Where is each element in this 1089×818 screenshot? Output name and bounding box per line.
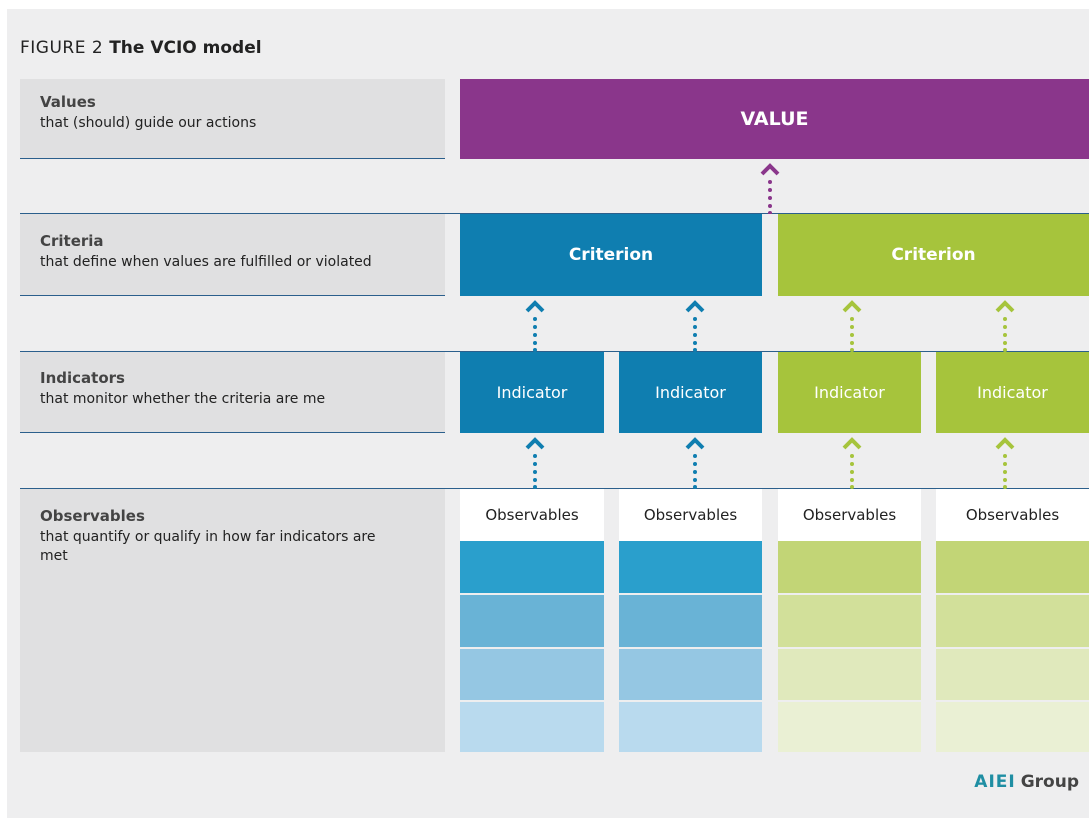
indicators-desc: that monitor whether the criteria are me bbox=[40, 391, 326, 407]
observable-tile bbox=[460, 595, 604, 647]
spacer-row-2 bbox=[20, 296, 1089, 352]
row-label-observables: Observables that quantify or qualify in … bbox=[20, 489, 445, 752]
values-desc: that (should) guide our actions bbox=[40, 115, 257, 131]
logo-mark: AIEI bbox=[974, 772, 1016, 792]
observable-tile bbox=[460, 649, 604, 700]
up-arrow-icon bbox=[524, 297, 546, 352]
observable-tile bbox=[619, 702, 762, 752]
up-arrow-icon bbox=[524, 434, 546, 489]
observable-tile bbox=[778, 702, 921, 752]
row-label-criteria: Criteria that define when values are ful… bbox=[20, 214, 445, 296]
figure-name: The VCIO model bbox=[109, 38, 262, 58]
observable-tile bbox=[936, 595, 1089, 647]
observable-tile bbox=[936, 702, 1089, 752]
values-title: Values bbox=[40, 93, 96, 111]
indicator-box-3: Indicator bbox=[778, 352, 921, 433]
observables-label-2: Observables bbox=[619, 489, 762, 541]
observable-tile bbox=[619, 649, 762, 700]
up-arrow-icon bbox=[759, 160, 781, 214]
observables-label-1: Observables bbox=[460, 489, 604, 541]
row-label-values: Values that (should) guide our actions bbox=[20, 79, 445, 159]
observables-label-3: Observables bbox=[778, 489, 921, 541]
up-arrow-icon bbox=[841, 434, 863, 489]
criterion-box-blue: Criterion bbox=[460, 214, 762, 296]
figure-number: FIGURE 2 bbox=[20, 38, 104, 58]
spacer-row-3 bbox=[20, 433, 1089, 489]
observables-title: Observables bbox=[40, 507, 145, 525]
up-arrow-icon bbox=[841, 297, 863, 352]
observable-tile bbox=[460, 702, 604, 752]
up-arrow-icon bbox=[994, 297, 1016, 352]
observables-label-4: Observables bbox=[936, 489, 1089, 541]
observables-desc: that quantify or qualify in how far indi… bbox=[40, 529, 376, 564]
criteria-desc: that define when values are fulfilled or… bbox=[40, 254, 372, 270]
criteria-title: Criteria bbox=[40, 232, 104, 250]
observable-tile bbox=[619, 595, 762, 647]
observable-tile bbox=[460, 541, 604, 593]
spacer-row-1 bbox=[20, 159, 1089, 214]
row-label-indicators: Indicators that monitor whether the crit… bbox=[20, 352, 445, 433]
observable-tile bbox=[936, 541, 1089, 593]
logo-text: Group bbox=[1020, 772, 1079, 792]
observable-tile bbox=[778, 541, 921, 593]
observable-tile bbox=[778, 649, 921, 700]
publisher-logo: AIEI Group bbox=[974, 772, 1079, 792]
observable-tile bbox=[936, 649, 1089, 700]
indicator-box-2: Indicator bbox=[619, 352, 762, 433]
observable-tile bbox=[619, 541, 762, 593]
indicators-title: Indicators bbox=[40, 369, 125, 387]
indicator-box-1: Indicator bbox=[460, 352, 604, 433]
criterion-box-green: Criterion bbox=[778, 214, 1089, 296]
indicator-box-4: Indicator bbox=[936, 352, 1089, 433]
observable-tile bbox=[778, 595, 921, 647]
up-arrow-icon bbox=[684, 297, 706, 352]
up-arrow-icon bbox=[994, 434, 1016, 489]
value-box: VALUE bbox=[460, 79, 1089, 159]
up-arrow-icon bbox=[684, 434, 706, 489]
